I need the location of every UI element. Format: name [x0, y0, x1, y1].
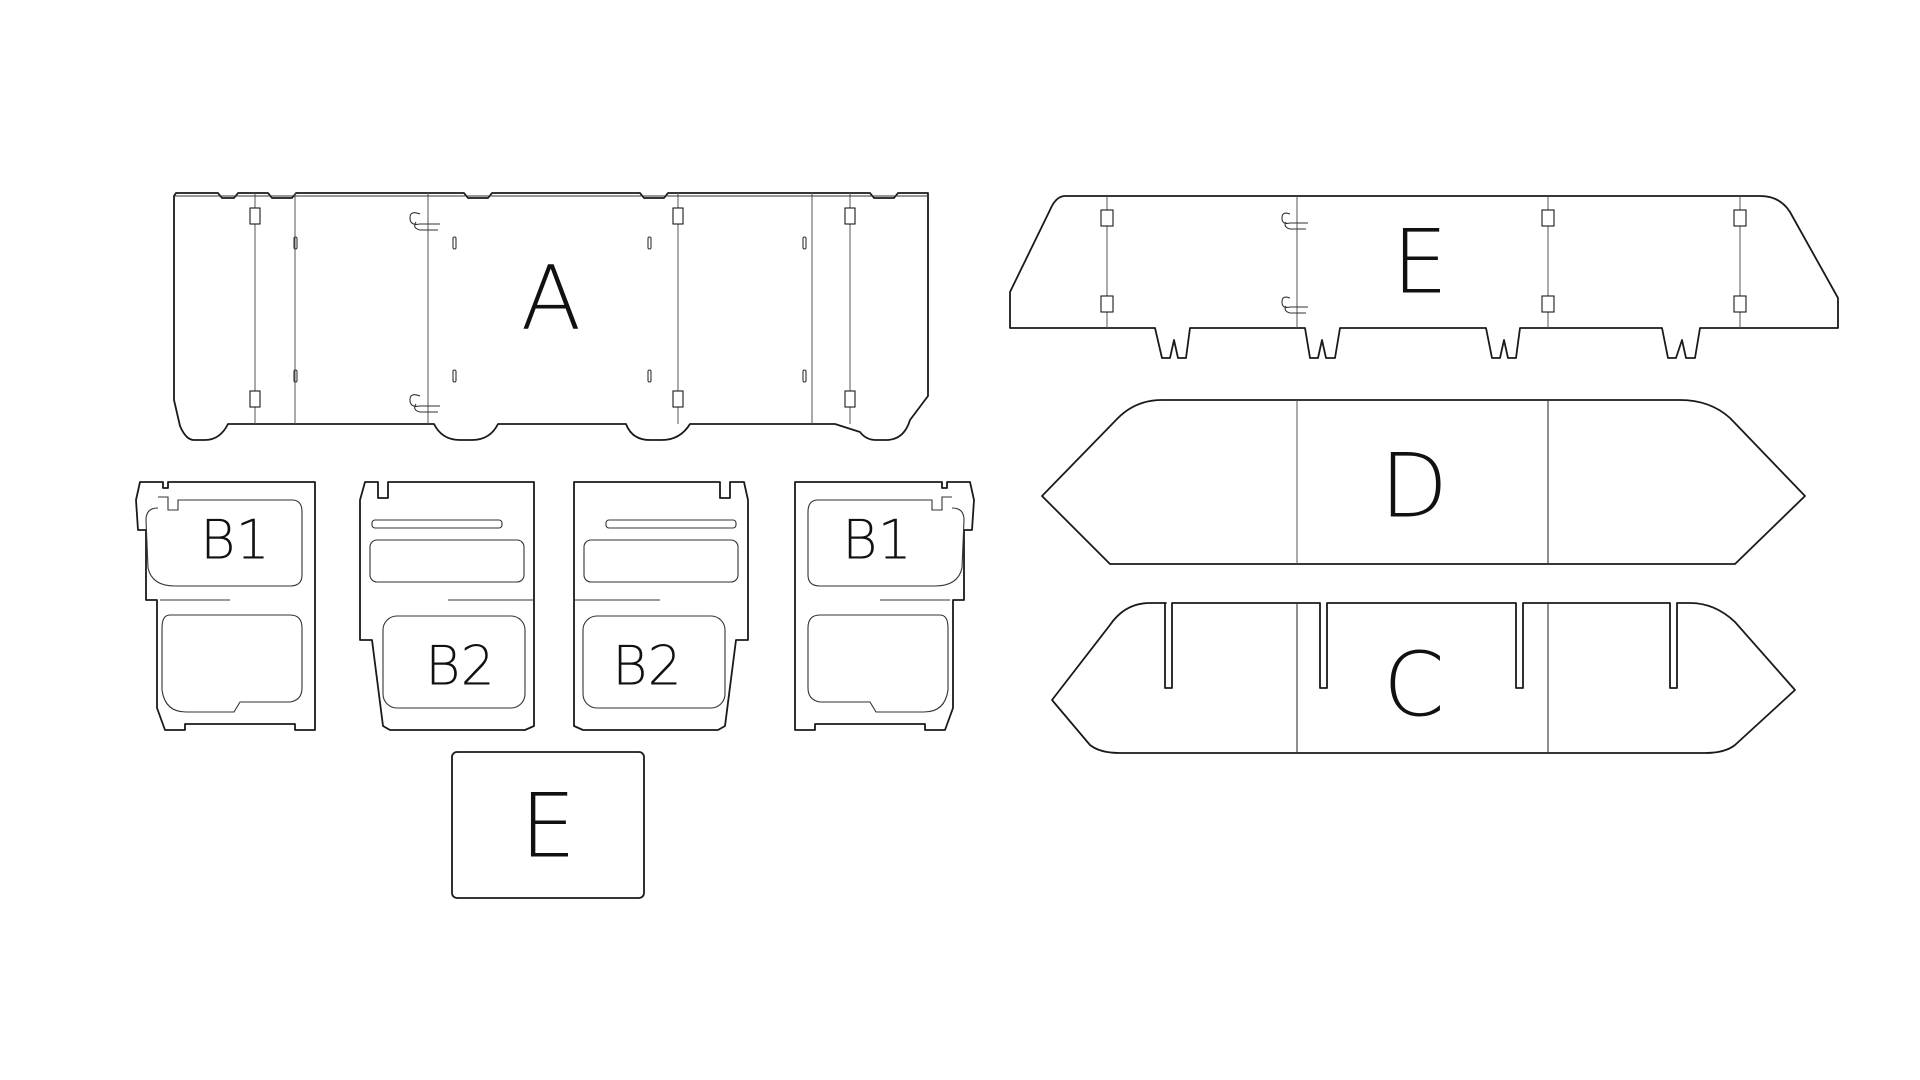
panel-e-long: E: [1009, 195, 1839, 359]
panel-b2-left: B2: [359, 481, 535, 731]
panel-a-label: A: [521, 247, 581, 350]
latch-hook-icon: [409, 212, 440, 413]
panel-d-label: D: [1380, 435, 1448, 538]
panel-d: D: [1041, 399, 1806, 565]
panel-e-long-label: E: [1392, 211, 1448, 314]
panel-b2-left-label: B2: [425, 635, 495, 698]
panel-c: C: [1051, 602, 1796, 754]
hinge-icon: [1100, 209, 1747, 313]
panel-a: A: [173, 192, 929, 441]
panel-b1-left-label: B1: [200, 509, 270, 572]
latch-hook-icon: [1281, 212, 1308, 314]
slot-marks: [293, 236, 807, 383]
panel-c-label: C: [1383, 634, 1444, 737]
panel-b1-right: B1: [794, 481, 975, 731]
panel-b2-right: B2: [573, 481, 749, 731]
panel-e-small-label: E: [520, 775, 576, 878]
panel-b1-right-label: B1: [842, 509, 912, 572]
panel-e-small: E: [451, 751, 645, 899]
panel-b1-left: B1: [135, 481, 316, 731]
hinge-icon: [249, 207, 856, 408]
panel-b2-right-label: B2: [612, 635, 682, 698]
